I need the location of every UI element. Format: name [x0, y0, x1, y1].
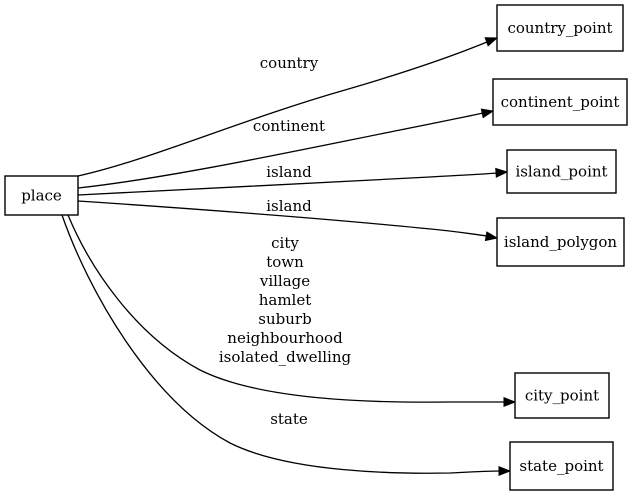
edge-label-place-to-state_point: state [270, 410, 308, 428]
edge-line-place-to-city_point [67, 214, 505, 403]
edge-label-place-to-island_point: island [266, 163, 312, 181]
node-label-state_point: state_point [519, 457, 603, 475]
edge-place-to-city_point [67, 214, 517, 408]
edge-label-line: village [259, 272, 310, 290]
edge-line-place-to-island_point [77, 172, 498, 196]
edge-place-to-state_point [61, 214, 512, 477]
edge-arrowhead-place-to-continent_point [480, 108, 495, 119]
node-label-country_point: country_point [507, 19, 612, 37]
edge-place-to-island_point [77, 167, 509, 196]
edges-layer [61, 37, 517, 477]
edge-label-place-to-island_polygon: island [266, 197, 312, 215]
node-box-continent_point[interactable] [492, 78, 628, 126]
edge-label-line: continent [253, 117, 325, 135]
edge-line-place-to-continent_point [77, 112, 484, 189]
edge-labels-layer: country continent island island citytownvill… [219, 54, 352, 428]
edge-label-line: neighbourhood [227, 329, 343, 347]
node-label-place: place [21, 187, 62, 205]
edge-label-place-to-country_point: country [260, 54, 319, 72]
edge-label-line: hamlet [259, 291, 312, 309]
edge-arrowhead-place-to-island_point [495, 167, 509, 178]
node-box-island_point[interactable] [506, 149, 617, 194]
node-state_point[interactable]: state_point [509, 441, 614, 491]
edge-label-place-to-continent_point: continent [253, 117, 325, 135]
edge-line-place-to-country_point [77, 41, 488, 177]
node-box-country_point[interactable] [496, 4, 624, 52]
edge-label-place-to-city_point: citytownvillagehamletsuburbneighbourhood… [219, 234, 352, 366]
edge-arrowhead-place-to-island_polygon [484, 231, 499, 242]
node-label-island_point: island_point [515, 163, 607, 181]
edge-label-line: island [266, 197, 312, 215]
edge-label-line: island [266, 163, 312, 181]
edge-line-place-to-state_point [61, 214, 501, 474]
edge-label-line: city [271, 234, 299, 252]
node-label-island_polygon: island_polygon [504, 233, 618, 251]
edge-label-line: country [260, 54, 319, 72]
edge-label-line: isolated_dwelling [219, 348, 352, 366]
nodes-layer: place country_point continent_point island_… [4, 4, 628, 491]
node-place[interactable]: place [4, 175, 79, 216]
node-label-city_point: city_point [525, 387, 599, 405]
edge-arrowhead-place-to-state_point [498, 465, 512, 477]
edge-arrowhead-place-to-city_point [503, 396, 517, 408]
node-label-continent_point: continent_point [501, 93, 620, 111]
edge-label-line: town [266, 253, 304, 271]
edge-label-line: suburb [258, 310, 311, 328]
node-box-island_polygon[interactable] [496, 217, 625, 267]
edge-place-to-island_polygon [77, 200, 499, 242]
node-island_polygon[interactable]: island_polygon [496, 217, 625, 267]
edge-place-to-continent_point [77, 108, 495, 189]
node-continent_point[interactable]: continent_point [492, 78, 628, 126]
node-city_point[interactable]: city_point [514, 372, 610, 419]
node-box-city_point[interactable] [514, 372, 610, 419]
node-island_point[interactable]: island_point [506, 149, 617, 194]
edge-line-place-to-island_polygon [77, 200, 488, 237]
node-country_point[interactable]: country_point [496, 4, 624, 52]
node-box-place[interactable] [4, 175, 79, 216]
edge-place-to-country_point [77, 37, 499, 177]
edge-label-line: state [270, 410, 308, 428]
edge-arrowhead-place-to-country_point [484, 37, 499, 47]
node-box-state_point[interactable] [509, 441, 614, 491]
